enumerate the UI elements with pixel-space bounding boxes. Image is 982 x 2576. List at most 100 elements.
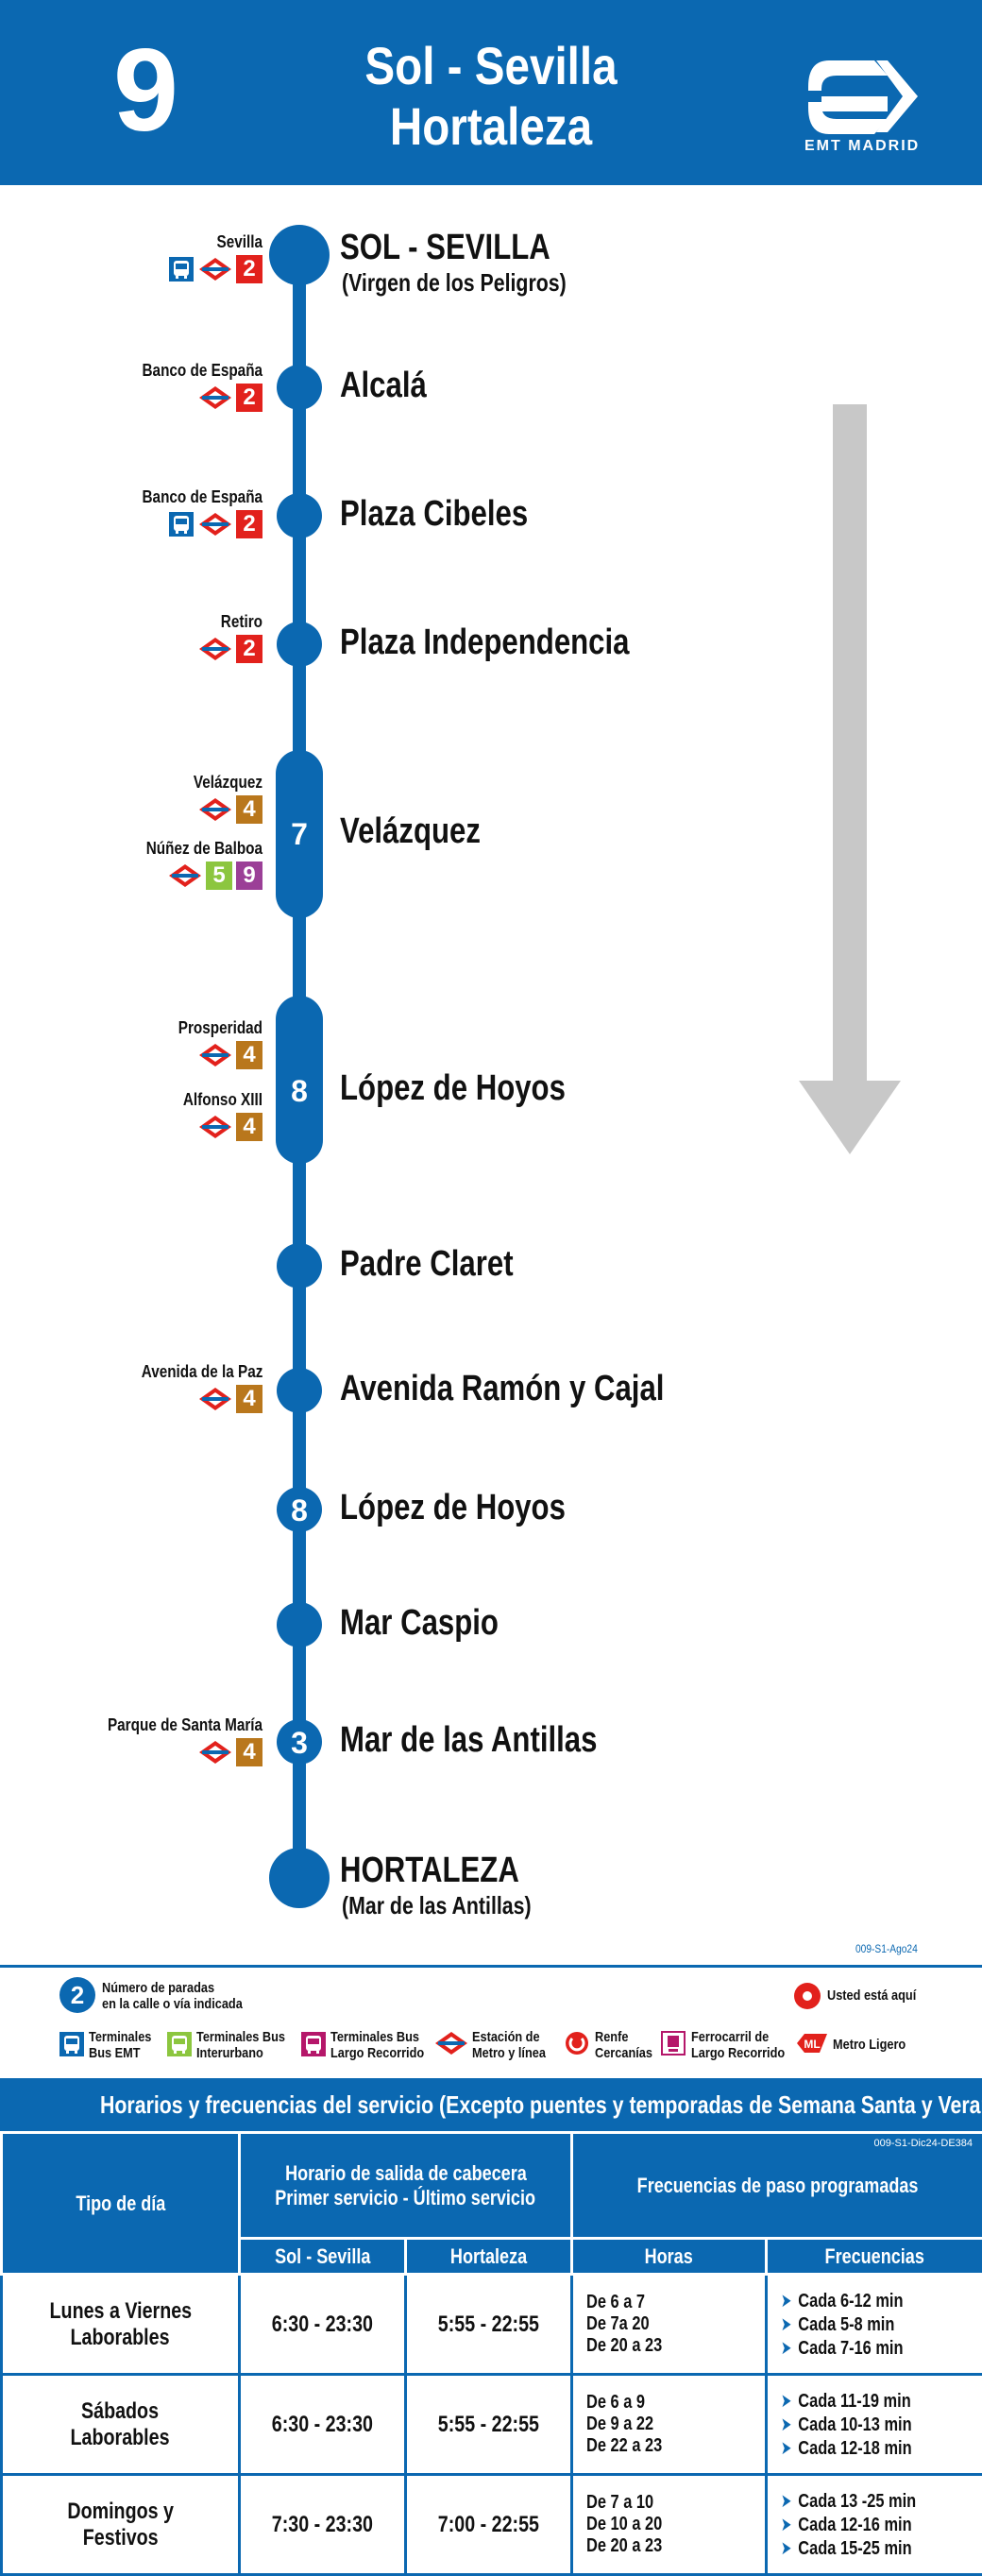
metro-line-badge: 2	[236, 510, 262, 538]
svg-text:ML: ML	[804, 2038, 820, 2051]
stop-name: HORTALEZA	[340, 1851, 519, 1891]
header-departures: Horario de salida de cabecera Primer ser…	[240, 2133, 572, 2239]
stop-subtitle: (Virgen de los Peligros)	[342, 268, 567, 298]
dest-times: 5:55 - 22:55	[406, 2375, 572, 2475]
metro-icon	[198, 1043, 232, 1067]
connection-label: Avenida de la Paz	[141, 1362, 262, 1382]
origin-times: 6:30 - 23:30	[240, 2375, 406, 2475]
stop-name: Mar de las Antillas	[340, 1721, 597, 1761]
metro-icon	[198, 512, 232, 537]
stop-name: López de Hoyos	[340, 1069, 566, 1109]
metro-line-badge: 4	[236, 1385, 262, 1413]
metro-icon	[198, 1740, 232, 1765]
schedule-table: Tipo de día Horario de salida de cabecer…	[0, 2131, 982, 2576]
bus-terminal-icon	[59, 2031, 85, 2057]
bus-terminal-icon	[166, 2031, 193, 2057]
stop-name: Mar Caspio	[340, 1604, 499, 1644]
connection-icons: 4	[198, 795, 262, 824]
stop-count: 8	[291, 1493, 308, 1527]
stop-name: Plaza Independencia	[340, 623, 630, 663]
connection-icons: 4	[198, 1041, 262, 1069]
metro-line-badge: 4	[236, 795, 262, 824]
connection-icons: 4	[198, 1113, 262, 1141]
stop-count: 8	[291, 1074, 308, 1108]
legend-item-text: Metro Ligero	[833, 2037, 906, 2053]
emt-brand-text: EMT MADRID	[804, 138, 920, 155]
metro-icon	[198, 797, 232, 822]
connection-label: Retiro	[221, 612, 262, 632]
schedule-title: Horarios y frecuencias del servicio (Exc…	[0, 2078, 982, 2131]
stop-marker	[269, 1848, 330, 1908]
metro-icon	[434, 2031, 468, 2056]
metro-line-badge: 5	[206, 862, 232, 890]
metro-line-badge: 4	[236, 1041, 262, 1069]
stop-count: 7	[291, 817, 308, 851]
stop-marker	[277, 622, 322, 667]
route-header: 9 Sol - Sevilla Hortaleza EMT MADRID	[0, 0, 982, 185]
metro-line-badge: 2	[236, 255, 262, 283]
stop-name: López de Hoyos	[340, 1489, 566, 1528]
stop-marker	[277, 493, 322, 538]
metro-icon	[198, 257, 232, 281]
header-hours: Horas	[572, 2239, 767, 2275]
connection-label: Velázquez	[194, 773, 262, 793]
stop-name: Plaza Cibeles	[340, 495, 528, 535]
connection-icons: 2	[168, 510, 262, 538]
header-day-type: Tipo de día	[2, 2133, 240, 2275]
ferrocarril-icon	[661, 2031, 686, 2060]
metro-line-badge: 4	[236, 1738, 262, 1766]
metro-line-badge: 2	[236, 635, 262, 663]
metro-icon	[434, 2031, 468, 2060]
connection-icons: 2	[168, 255, 262, 283]
emt-logo-icon	[801, 40, 933, 153]
connection-label: Banco de España	[142, 487, 262, 507]
stop-marker	[269, 225, 330, 285]
connection-label: Alfonso XIII	[183, 1090, 262, 1110]
origin-times: 7:30 - 23:30	[240, 2475, 406, 2575]
metro-line-badge: 4	[236, 1113, 262, 1141]
direction-arrow-icon	[799, 404, 901, 1154]
stop-subtitle: (Mar de las Antillas)	[342, 1891, 532, 1920]
bus-emt-icon	[59, 2031, 85, 2062]
stop-name: Velázquez	[340, 812, 481, 852]
stop-marker	[277, 1602, 322, 1647]
bus-interurbano-icon	[166, 2031, 193, 2062]
frequencies: ➤ Cada 13 -25 min➤ Cada 12-16 min➤ Cada …	[767, 2475, 982, 2575]
legend-stops-count-text: Número de paradas en la calle o vía indi…	[102, 1980, 243, 2012]
metro-icon	[198, 1115, 232, 1139]
bus-terminal-icon	[168, 511, 195, 537]
metro-line-badge: 9	[236, 862, 262, 890]
header-origin: Sol - Sevilla	[240, 2239, 406, 2275]
renfe-icon	[565, 2031, 589, 2060]
frequencies: ➤ Cada 6-12 min➤ Cada 5-8 min➤ Cada 7-16…	[767, 2275, 982, 2375]
metro-icon	[198, 1387, 232, 1411]
metro-icon	[168, 863, 202, 888]
legend-divider	[0, 1965, 982, 1968]
connection-icons: 2	[198, 635, 262, 663]
metro-line-badge: 2	[236, 384, 262, 412]
header-destination: Hortaleza	[406, 2239, 572, 2275]
connection-label: Sevilla	[217, 232, 262, 252]
bus-terminal-icon	[300, 2031, 327, 2057]
svg-text:2: 2	[71, 1981, 84, 2009]
bus-terminal-icon	[168, 256, 195, 282]
map-reference-code: 009-S1-Ago24	[855, 1942, 918, 1955]
stops-count-icon: 2	[59, 1976, 96, 2014]
stop-name: SOL - SEVILLA	[340, 229, 550, 268]
schedule-code: 009-S1-Dic24-DE384	[873, 2138, 973, 2149]
frequencies: ➤ Cada 11-19 min➤ Cada 10-13 min➤ Cada 1…	[767, 2375, 982, 2475]
